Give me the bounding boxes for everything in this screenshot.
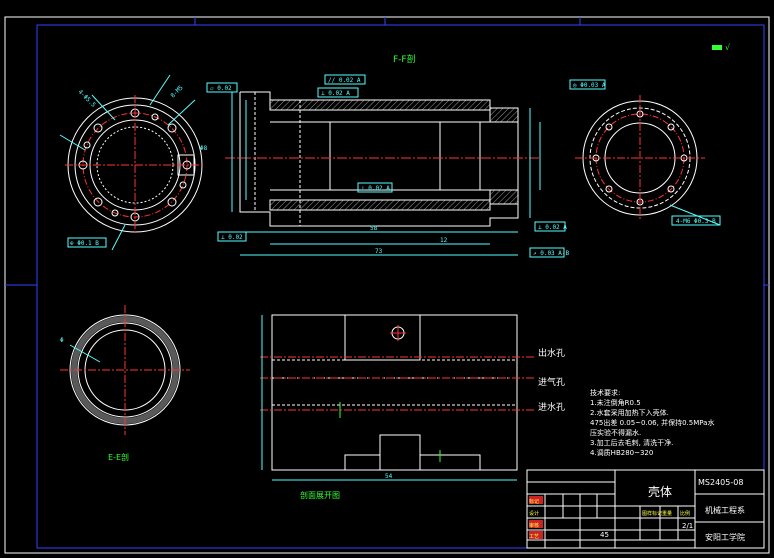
svg-text:⊥ 0.02: ⊥ 0.02 bbox=[221, 234, 243, 241]
svg-text:压实验不得漏水.: 压实验不得漏水. bbox=[590, 428, 641, 437]
tb-red-cell-2 bbox=[529, 520, 543, 528]
port-air-in: 进气孔 bbox=[538, 376, 565, 388]
inner-border bbox=[36, 24, 765, 549]
svg-text:3.加工后去毛刺, 清洗干净.: 3.加工后去毛刺, 清洗干净. bbox=[590, 438, 673, 447]
ee-section-title: E-E剖 bbox=[108, 452, 129, 462]
left-end-view bbox=[59, 74, 205, 251]
ff-section bbox=[225, 91, 541, 256]
svg-text:1.未注倒角R0.5: 1.未注倒角R0.5 bbox=[590, 398, 641, 407]
svg-text:58: 58 bbox=[370, 225, 378, 232]
svg-text:12: 12 bbox=[440, 237, 448, 244]
school: 安阳工学院 bbox=[705, 532, 745, 542]
port-water-out: 出水孔 bbox=[538, 347, 565, 359]
svg-text:Φ8: Φ8 bbox=[200, 145, 208, 152]
svg-text:4.调质HB280~320: 4.调质HB280~320 bbox=[590, 448, 653, 457]
tb-red-cell-3 bbox=[529, 531, 543, 539]
svg-text:◎ Φ0.03 A: ◎ Φ0.03 A bbox=[573, 82, 606, 89]
svg-text:√: √ bbox=[725, 43, 731, 52]
tb-row-0: 标记 bbox=[529, 498, 539, 505]
svg-text:⊥ 0.02 A: ⊥ 0.02 A bbox=[361, 185, 390, 192]
tb-mark-1: 重量 bbox=[662, 510, 672, 517]
svg-text:⊕ Φ0.1 B: ⊕ Φ0.1 B bbox=[70, 240, 99, 247]
svg-text:// 0.02 A: // 0.02 A bbox=[328, 77, 361, 84]
ee-dim: Φ bbox=[60, 337, 64, 344]
svg-text:4-Φ5.5: 4-Φ5.5 bbox=[77, 88, 98, 109]
svg-text:技术要求:: 技术要求: bbox=[590, 388, 620, 397]
unfold-dim: 54 bbox=[385, 473, 393, 480]
ff-section-title: F-F剖 bbox=[393, 53, 416, 65]
roughness-mark bbox=[712, 45, 722, 50]
tb-mark-0: 图样标记 bbox=[642, 510, 662, 517]
tb-material: 45 bbox=[600, 531, 609, 539]
svg-text:73: 73 bbox=[375, 248, 383, 255]
svg-text:2.水套采用加热下入壳体.: 2.水套采用加热下入壳体. bbox=[590, 408, 669, 417]
unfold-title: 剖面展开图 bbox=[300, 490, 340, 500]
tb-row-1: 设计 bbox=[529, 510, 539, 517]
tb-row-2: 审核 bbox=[529, 522, 539, 529]
svg-text:↗ 0.03 A-B: ↗ 0.03 A-B bbox=[533, 250, 570, 257]
svg-text:⊥ 0.02 A: ⊥ 0.02 A bbox=[538, 224, 567, 231]
drawing-number: MS2405-08 bbox=[698, 478, 743, 487]
unfold-section bbox=[260, 314, 535, 481]
port-water-in: 进水孔 bbox=[538, 401, 565, 413]
part-name: 壳体 bbox=[648, 485, 672, 499]
tb-row-3: 工艺 bbox=[529, 534, 539, 540]
right-end-note: 4-M6 Φ0.3 B bbox=[676, 218, 716, 225]
department: 机械工程系 bbox=[705, 505, 745, 515]
technical-requirements: 技术要求: 1.未注倒角R0.5 2.水套采用加热下入壳体. 475出差 0.0… bbox=[590, 388, 714, 457]
svg-text:⊥ 0.02 A: ⊥ 0.02 A bbox=[321, 90, 350, 97]
tb-mark-2: 比例 bbox=[680, 510, 690, 517]
port-labels: 出水孔 进气孔 进水孔 bbox=[538, 347, 565, 413]
right-end-note-box bbox=[671, 215, 721, 226]
tb-red-cell bbox=[529, 496, 543, 504]
svg-text:475出差 0.05~0.06, 并保持0.5MPa水: 475出差 0.05~0.06, 并保持0.5MPa水 bbox=[590, 418, 714, 427]
tb-scale: 2/1 bbox=[682, 522, 693, 530]
ee-section bbox=[60, 305, 190, 435]
ff-annotations: ▱ 0.02 // 0.02 A ⊥ 0.02 A ◎ Φ0.03 A ⊥ 0.… bbox=[206, 74, 606, 258]
right-end-view bbox=[575, 95, 721, 226]
svg-text:8-M5: 8-M5 bbox=[169, 84, 184, 99]
svg-text:▱ 0.02: ▱ 0.02 bbox=[210, 85, 232, 92]
frame-ticks bbox=[5, 17, 769, 286]
title-block bbox=[526, 469, 765, 549]
